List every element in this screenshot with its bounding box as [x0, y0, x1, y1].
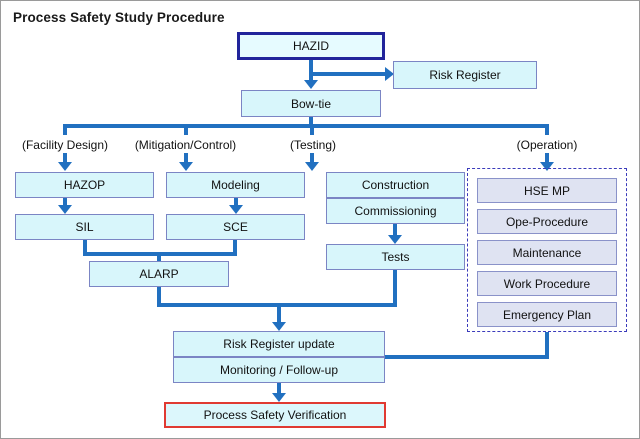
edge-bowtie-stem: [309, 117, 313, 126]
column-label-facility-design: (Facility Design): [21, 138, 108, 152]
node-ope-procedure-label: Ope-Procedure: [505, 214, 589, 229]
edge-hazid-to-bowtie: [309, 72, 313, 81]
node-hse-mp-label: HSE MP: [523, 183, 570, 198]
node-process-safety-verification-label: Process Safety Verification: [203, 408, 347, 422]
node-commissioning[interactable]: Commissioning: [326, 198, 465, 224]
arrowhead-modeling-to-sce: [229, 205, 243, 214]
node-risk-register-label: Risk Register: [429, 68, 501, 82]
node-emergency-plan-label: Emergency Plan: [502, 307, 592, 322]
node-hazop[interactable]: HAZOP: [15, 172, 154, 198]
operation-group: [467, 168, 627, 332]
node-modeling[interactable]: Modeling: [166, 172, 305, 198]
arrowhead-hazop-to-sil: [58, 205, 72, 214]
node-bowtie-label: Bow-tie: [290, 96, 331, 111]
edge-modeling-to-sce: [234, 198, 238, 207]
edge-merge-to-alarp: [157, 252, 161, 263]
edge-operation-down: [545, 332, 549, 359]
edge-to-construction: [310, 153, 314, 163]
edge-drop-facility: [63, 124, 67, 135]
node-monitoring[interactable]: Monitoring / Follow-up: [173, 357, 385, 383]
edge-hazid-to-risk-register: [309, 72, 385, 76]
edge-merge-to-risk-register-update: [277, 303, 281, 324]
edge-drop-operation: [545, 124, 549, 135]
edge-tests-down: [393, 270, 397, 305]
edge-drop-testing: [310, 124, 314, 135]
node-sce-label: SCE: [223, 220, 248, 234]
node-hazid-label: HAZID: [293, 39, 329, 53]
column-label-operation: (Operation): [516, 138, 578, 152]
arrowhead-to-risk-register-update: [272, 322, 286, 331]
arrowhead-to-verification: [272, 393, 286, 402]
edge-to-operation-group: [545, 153, 549, 163]
node-maintenance[interactable]: Maintenance: [477, 240, 617, 265]
arrowhead-to-bowtie: [304, 80, 318, 89]
node-maintenance-label: Maintenance: [512, 245, 582, 260]
node-tests-label: Tests: [381, 250, 410, 264]
column-label-mitigation-control: (Mitigation/Control): [134, 138, 237, 152]
page-title: Process Safety Study Procedure: [13, 10, 225, 25]
arrowhead-to-modeling: [179, 162, 193, 171]
arrowhead-to-operation-group: [540, 162, 554, 171]
edge-alarp-down: [157, 287, 161, 305]
node-emergency-plan[interactable]: Emergency Plan: [477, 302, 617, 327]
node-risk-register[interactable]: Risk Register: [393, 61, 537, 89]
edge-commissioning-to-tests: [393, 224, 397, 238]
node-commissioning-label: Commissioning: [354, 204, 437, 218]
edge-sce-down: [233, 240, 237, 254]
node-risk-register-update-label: Risk Register update: [223, 337, 335, 351]
column-label-testing: (Testing): [289, 138, 336, 152]
node-monitoring-label: Monitoring / Follow-up: [219, 363, 339, 377]
node-work-procedure-label: Work Procedure: [503, 276, 591, 291]
node-risk-register-update[interactable]: Risk Register update: [173, 331, 385, 357]
node-construction[interactable]: Construction: [326, 172, 465, 198]
node-hazid[interactable]: HAZID: [237, 32, 385, 60]
node-sce[interactable]: SCE: [166, 214, 305, 240]
edge-sil-down: [83, 240, 87, 254]
node-bowtie[interactable]: Bow-tie: [241, 90, 381, 117]
arrowhead-to-construction: [305, 162, 319, 171]
node-modeling-label: Modeling: [211, 178, 260, 192]
node-sil-label: SIL: [75, 220, 94, 234]
node-hse-mp[interactable]: HSE MP: [477, 178, 617, 203]
edge-distribution-bus: [63, 124, 549, 128]
node-hazop-label: HAZOP: [63, 178, 106, 192]
node-construction-label: Construction: [361, 178, 430, 192]
node-ope-procedure[interactable]: Ope-Procedure: [477, 209, 617, 234]
arrowhead-to-risk-register: [385, 67, 394, 81]
node-tests[interactable]: Tests: [326, 244, 465, 270]
edge-hazid-stem: [309, 60, 313, 74]
edge-drop-mitigation: [184, 124, 188, 135]
edge-to-hazop: [63, 153, 67, 163]
node-process-safety-verification[interactable]: Process Safety Verification: [164, 402, 386, 428]
node-alarp-label: ALARP: [139, 267, 179, 281]
edge-hazop-to-sil: [63, 198, 67, 207]
edge-to-modeling: [184, 153, 188, 163]
edge-monitoring-to-verification: [277, 383, 281, 396]
arrowhead-to-hazop: [58, 162, 72, 171]
arrowhead-commissioning-to-tests: [388, 235, 402, 244]
node-work-procedure[interactable]: Work Procedure: [477, 271, 617, 296]
node-alarp[interactable]: ALARP: [89, 261, 229, 287]
node-sil[interactable]: SIL: [15, 214, 154, 240]
